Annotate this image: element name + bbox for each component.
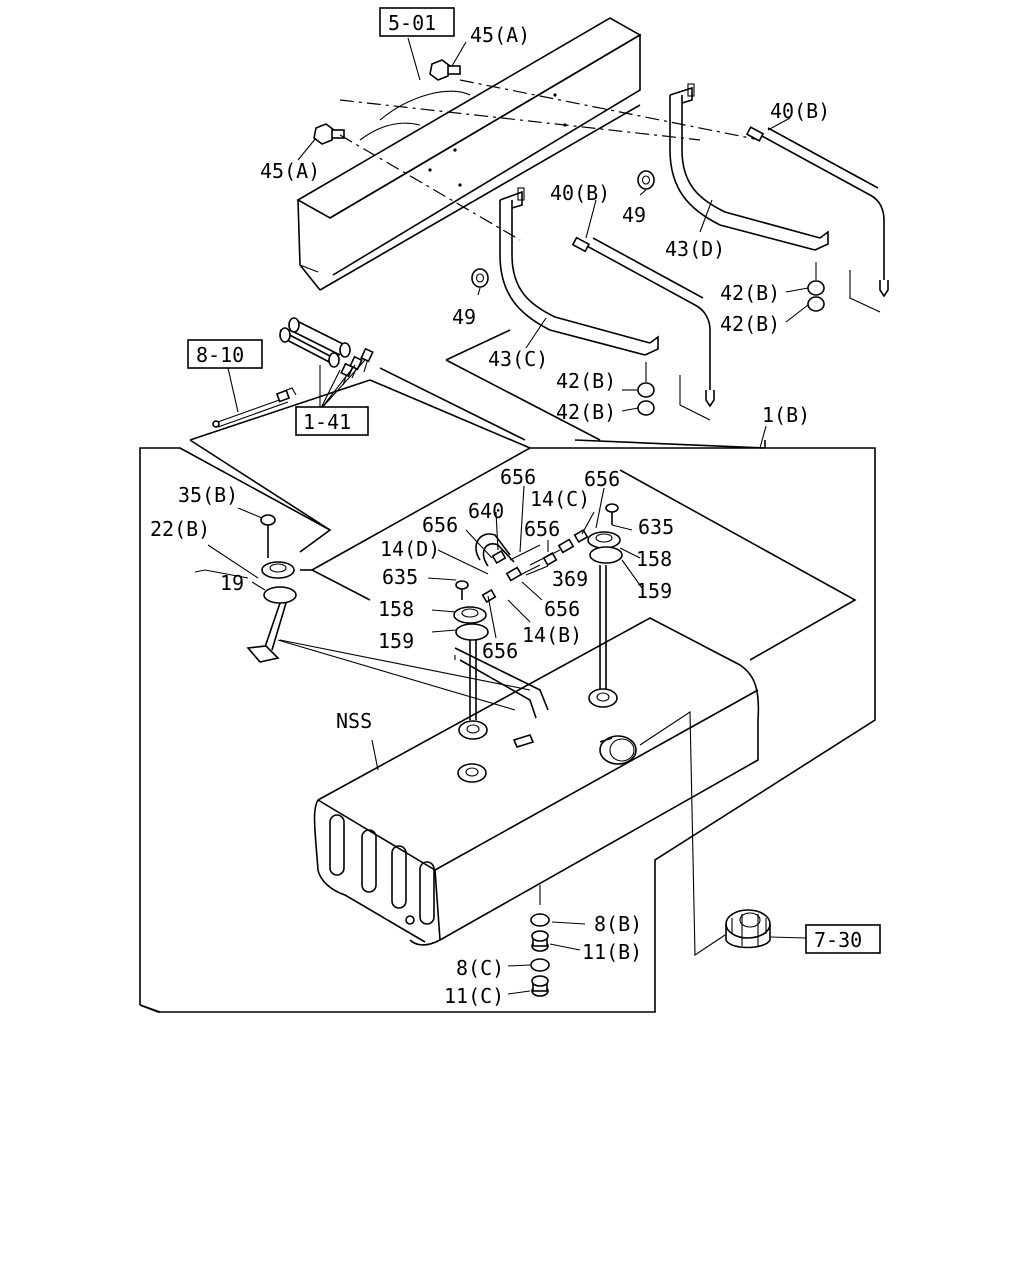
label-45a-top: 45(A) bbox=[470, 23, 530, 47]
label-49-right: 49 bbox=[622, 203, 646, 227]
ref-label-5-01: 5-01 bbox=[388, 11, 436, 35]
label-14c: 14(C) bbox=[530, 487, 590, 511]
label-1b: 1(B) bbox=[762, 403, 810, 427]
breather-fittings-left bbox=[453, 533, 541, 641]
label-656-d: 656 bbox=[524, 517, 560, 541]
ref-box-8-10 bbox=[187, 339, 263, 369]
strap-40b-right bbox=[745, 126, 889, 298]
label-40b-right: 40(B) bbox=[770, 99, 830, 123]
label-8b: 8(B) bbox=[594, 912, 642, 936]
bracket-43d bbox=[669, 83, 829, 251]
label-14d: 14(D) bbox=[380, 537, 440, 561]
label-42b-1: 42(B) bbox=[720, 281, 780, 305]
nut-49-right bbox=[637, 170, 655, 190]
label-14b: 14(B) bbox=[522, 623, 582, 647]
drain-plug-parts bbox=[530, 885, 550, 997]
label-nss: NSS bbox=[336, 709, 372, 733]
label-656-c: 656 bbox=[422, 513, 458, 537]
label-635-right: 635 bbox=[638, 515, 674, 539]
fuel-tank bbox=[313, 617, 760, 946]
label-45a-left: 45(A) bbox=[260, 159, 320, 183]
strap-40b-mid bbox=[571, 236, 715, 408]
ref-box-7-30 bbox=[805, 924, 881, 954]
label-640: 640 bbox=[468, 499, 504, 523]
label-159-left: 159 bbox=[378, 629, 414, 653]
label-49-left: 49 bbox=[452, 305, 476, 329]
ref-label-8-10: 8-10 bbox=[196, 343, 244, 367]
label-8c: 8(C) bbox=[456, 956, 504, 980]
leader-lines bbox=[237, 37, 809, 995]
ref-label-1-41: 1-41 bbox=[303, 410, 351, 434]
label-159-right: 159 bbox=[636, 579, 672, 603]
breather-fittings-right bbox=[529, 503, 623, 567]
ref-box-5-01 bbox=[379, 7, 455, 37]
fuel-sender-unit bbox=[246, 514, 297, 663]
label-43c: 43(C) bbox=[488, 347, 548, 371]
wire-harness bbox=[212, 317, 374, 428]
label-369: 369 bbox=[552, 567, 588, 591]
assembly-outline-1b bbox=[139, 329, 876, 1013]
label-42b-4: 42(B) bbox=[556, 400, 616, 424]
label-635-left: 635 bbox=[382, 565, 418, 589]
label-11c: 11(C) bbox=[444, 984, 504, 1008]
label-43d: 43(D) bbox=[665, 237, 725, 261]
label-40b-mid: 40(B) bbox=[550, 181, 610, 205]
nut-42b-set-right bbox=[807, 262, 881, 313]
fuel-cap bbox=[725, 909, 771, 949]
label-656-b: 656 bbox=[584, 467, 620, 491]
label-656-a: 656 bbox=[500, 465, 536, 489]
ref-label-7-30: 7-30 bbox=[814, 928, 862, 952]
label-158-right: 158 bbox=[636, 547, 672, 571]
label-19: 19 bbox=[220, 571, 244, 595]
ref-box-1-41 bbox=[295, 406, 369, 436]
label-42b-3: 42(B) bbox=[556, 369, 616, 393]
label-42b-2: 42(B) bbox=[720, 312, 780, 336]
nut-49-left bbox=[471, 268, 489, 288]
label-11b: 11(B) bbox=[582, 940, 642, 964]
bracket-43c bbox=[499, 187, 659, 356]
nut-42b-set-mid bbox=[637, 362, 711, 421]
label-656-e: 656 bbox=[544, 597, 580, 621]
label-158-left: 158 bbox=[378, 597, 414, 621]
bolt-45a-left bbox=[313, 123, 345, 145]
label-35b: 35(B) bbox=[178, 483, 238, 507]
bolt-45a-top bbox=[429, 59, 461, 81]
label-22b: 22(B) bbox=[150, 517, 210, 541]
label-656-f: 656 bbox=[482, 639, 518, 663]
frame-rail bbox=[296, 17, 642, 291]
